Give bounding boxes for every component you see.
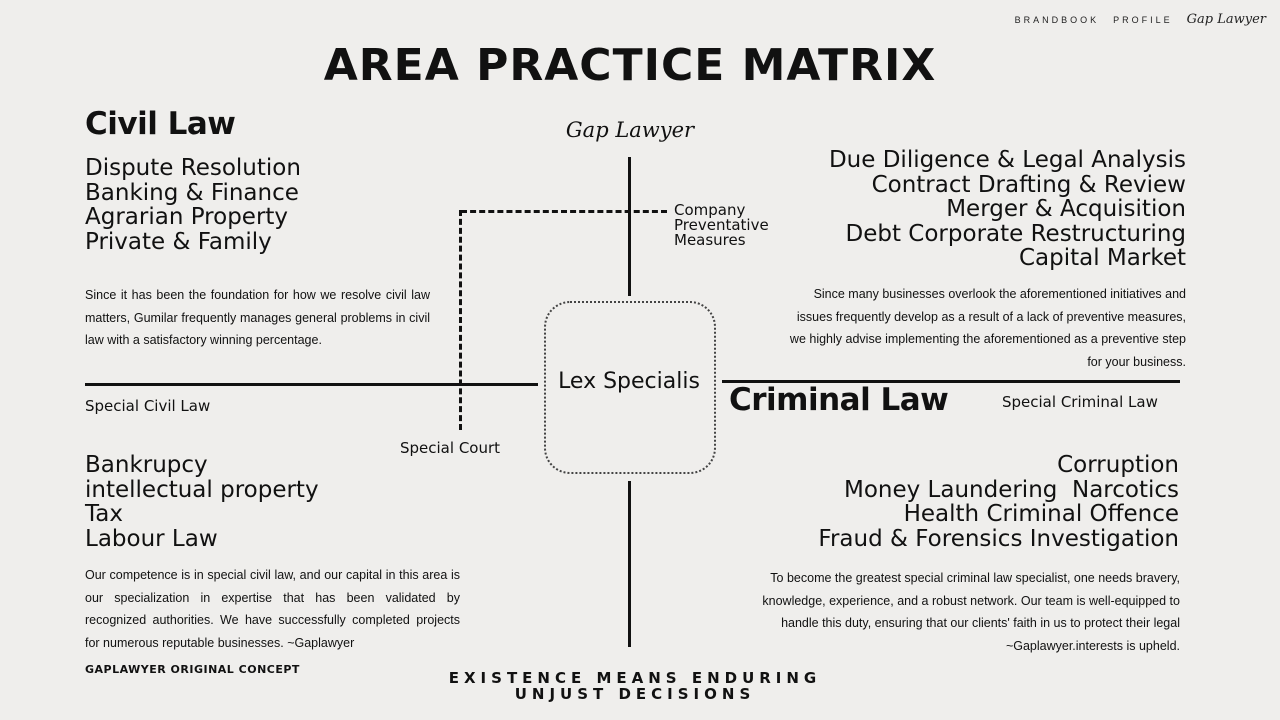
corporate-list: Due Diligence & Legal Analysis Contract … [829,148,1186,271]
horizontal-axis-right [722,380,1180,383]
vertical-axis-bottom [628,481,631,647]
special-court-label: Special Court [400,439,501,457]
criminal-list: Corruption Money Laundering Narcotics He… [818,453,1179,551]
list-item: Fraud & Forensics Investigation [818,525,1179,552]
list-item: Debt Corporate Restructuring [845,220,1186,247]
list-item: Dispute Resolution [85,155,301,181]
list-item: Merger & Acquisition [946,196,1186,222]
list-item: Due Diligence & Legal Analysis [828,147,1186,173]
vertical-axis-top [628,157,631,296]
list-item: Health Criminal Offence [903,501,1179,527]
list-item: Contract Drafting & Review [871,171,1186,198]
list-item: Agrarian Property [85,204,289,230]
horizontal-axis-left [85,383,538,386]
criminal-law-heading: Criminal Law [729,382,949,418]
criminal-paragraph: To become the greatest special criminal … [762,571,1180,653]
list-item: intellectual property [85,476,319,503]
special-civil-law-label: Special Civil Law [85,397,211,415]
list-item: Tax [85,501,123,527]
list-item: Labour Law [85,525,218,552]
center-signature-logo: Gap Lawyer [565,118,695,142]
nav-brandbook[interactable]: BRANDBOOK [1014,14,1100,25]
civil-law-list: Dispute Resolution Banking & Finance Agr… [85,156,301,254]
special-criminal-law-label: Special Criminal Law [1002,393,1158,411]
top-nav: BRANDBOOK PROFILE Gap Lawyer [1015,12,1266,27]
corporate-paragraph: Since many businesses overlook the afore… [789,287,1186,369]
lex-specialis-label: Lex Specialis [558,369,700,394]
special-civil-paragraph: Our competence is in special civil law, … [85,568,460,650]
original-concept-label: GAPLAWYER ORIGINAL CONCEPT [85,663,300,676]
list-item: Banking & Finance [85,179,299,206]
motto: EXISTENCE MEANS ENDURING UNJUST DECISION… [448,669,822,703]
list-item: Capital Market [1018,245,1186,271]
list-item: Private & Family [85,228,272,255]
dashed-connector-horizontal [461,210,667,213]
special-civil-list: Bankrupcy intellectual property Tax Labo… [85,453,319,551]
nav-profile[interactable]: PROFILE [1113,14,1173,25]
list-item: Money Laundering Narcotics [843,476,1179,503]
page-title: AREA PRACTICE MATRIX [323,40,937,91]
list-item: Corruption [1057,452,1179,478]
dashed-connector-vertical [459,210,462,430]
civil-law-heading: Civil Law [85,106,236,142]
list-item: Bankrupcy [85,452,208,478]
civil-law-paragraph: Since it has been the foundation for how… [85,288,430,347]
nav-signature-logo: Gap Lawyer [1186,12,1266,27]
lex-specialis-box [544,301,716,474]
company-measures-label: Company Preventative Measures [674,201,769,249]
